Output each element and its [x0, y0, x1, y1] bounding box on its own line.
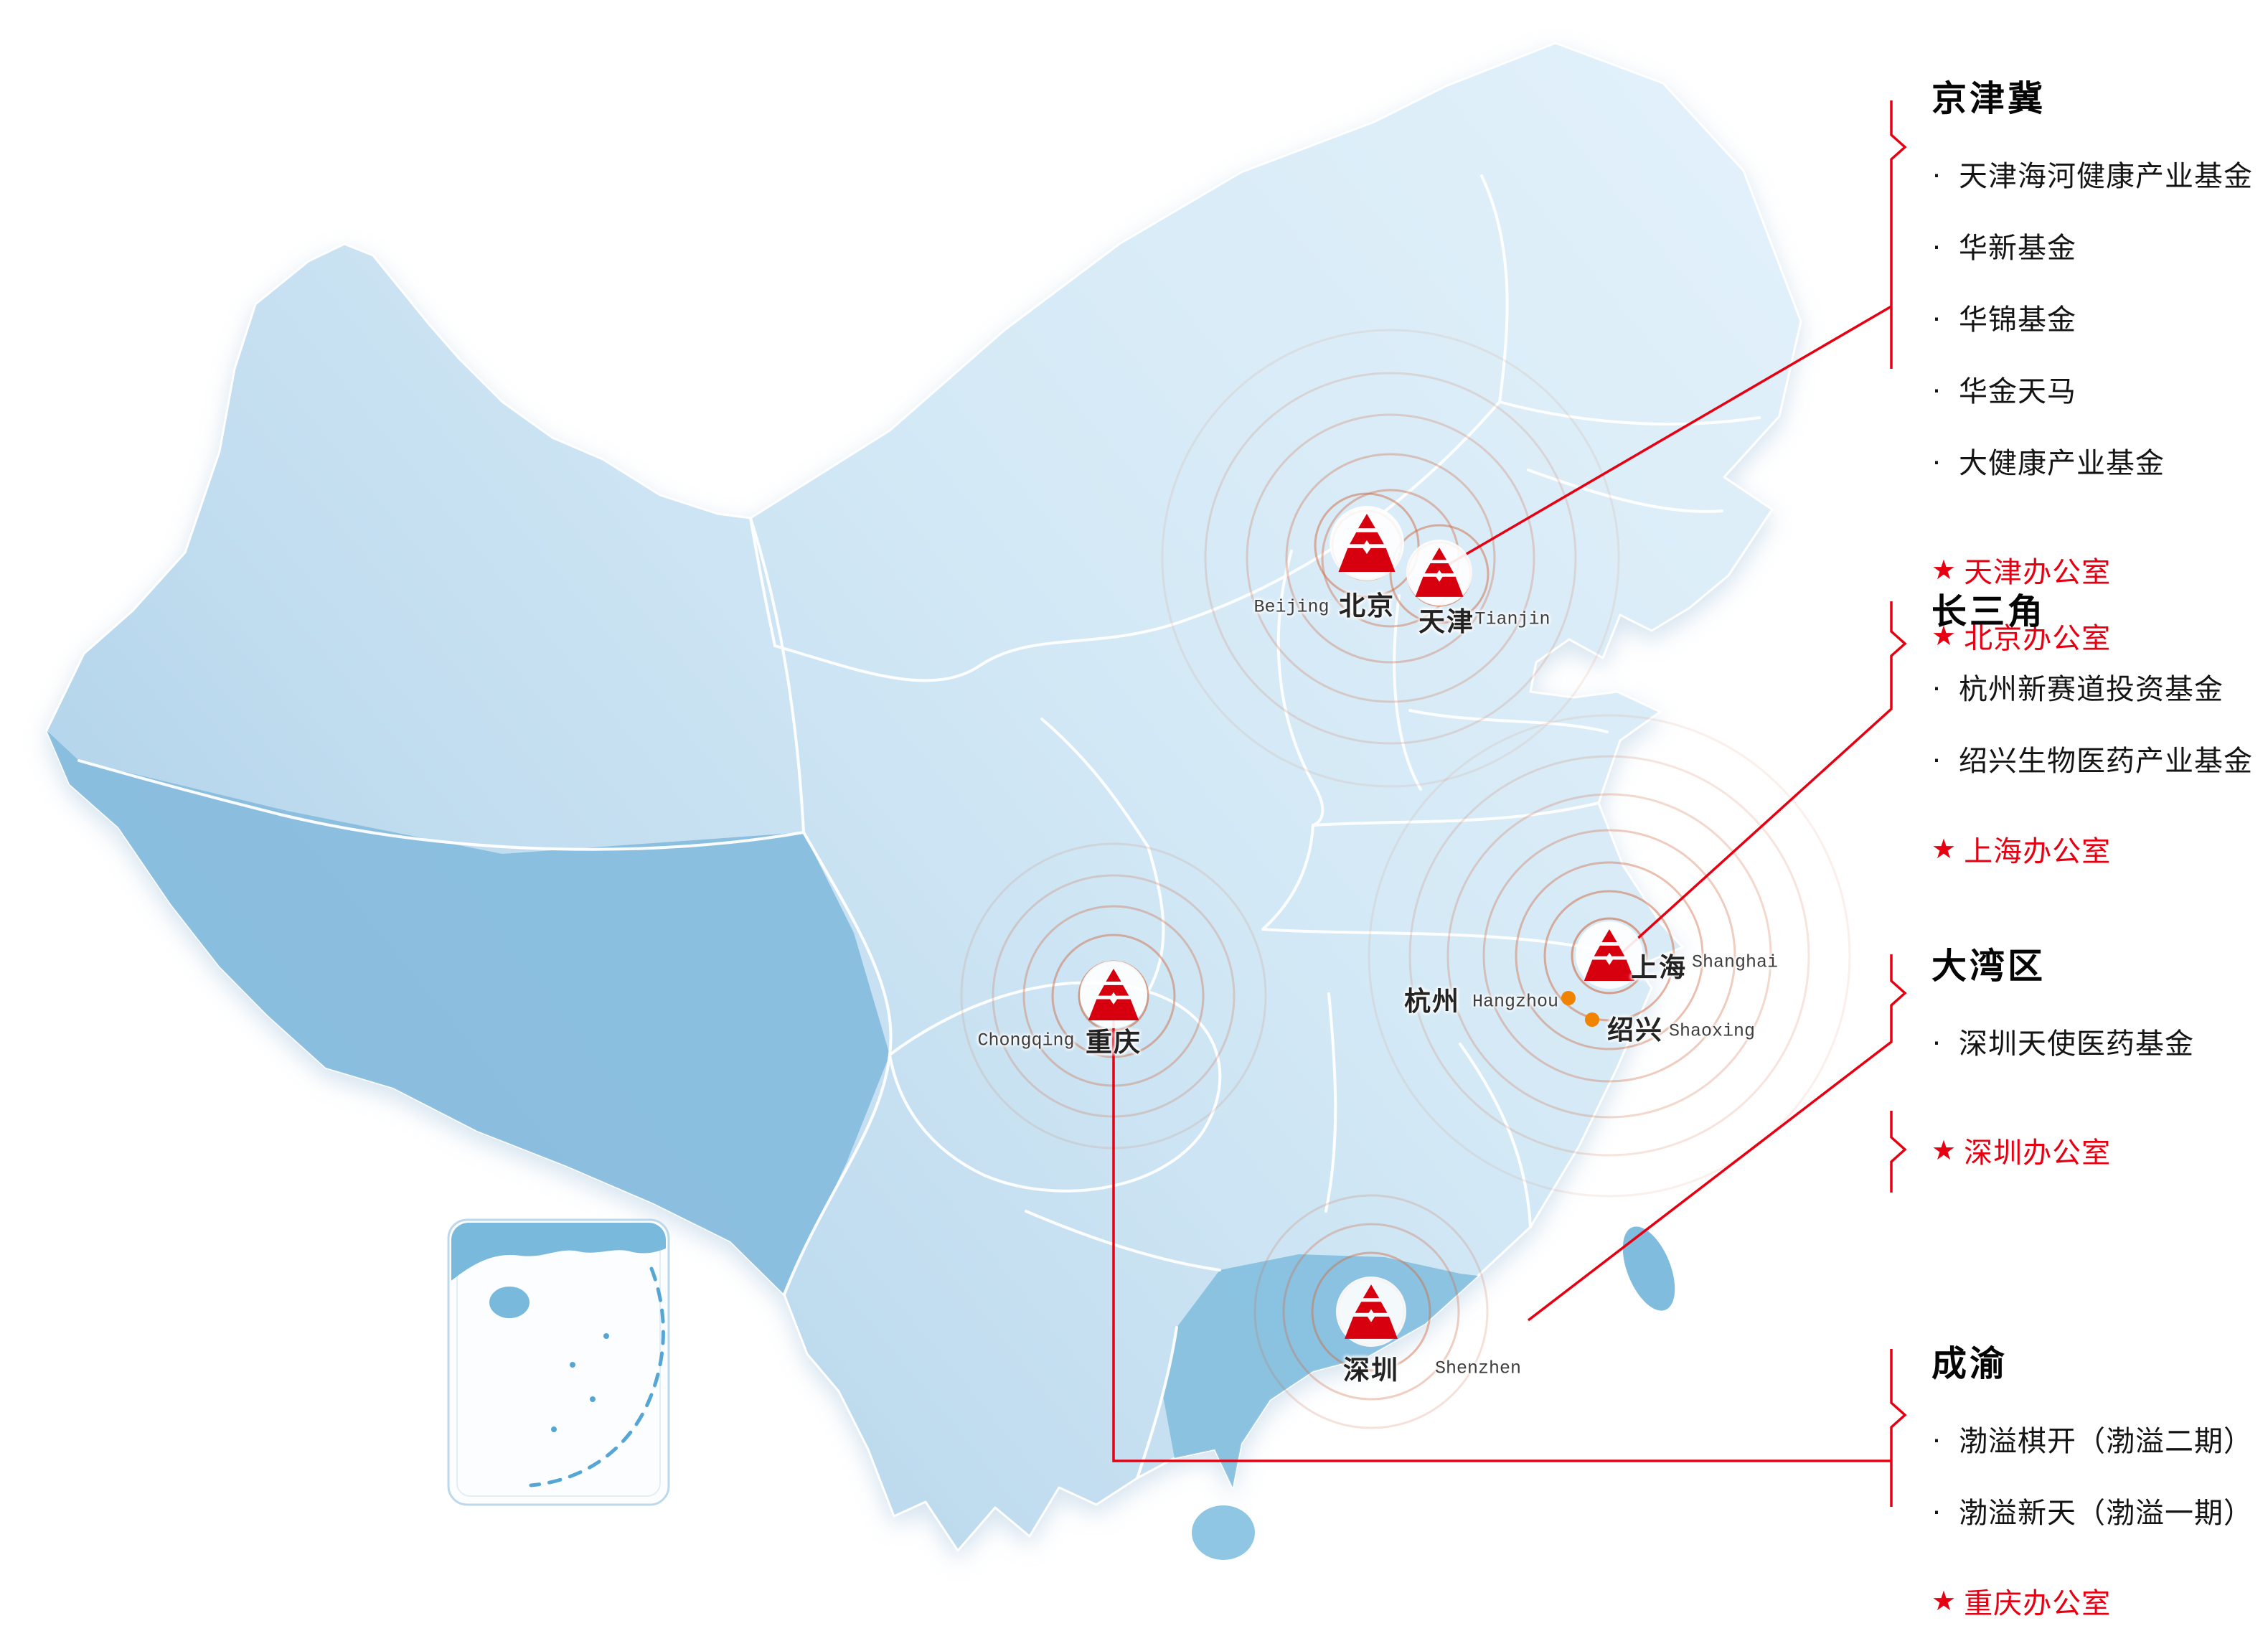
fund-name: 渤溢棋开（渤溢二期） — [1959, 1426, 2253, 1457]
office-item: ★重庆办公室 — [1931, 1568, 2268, 1634]
fund-item: · 天津海河健康产业基金 — [1931, 138, 2268, 210]
city-label-chongqing-en: Chongqing — [977, 1030, 1075, 1051]
region-guangdong — [1162, 1254, 1478, 1487]
office-item: ★深圳办公室 — [1931, 1117, 2268, 1183]
city-label-beijing-zh: 北京 — [1339, 591, 1395, 621]
star-icon: ★ — [1931, 1586, 1957, 1617]
south-china-sea-inset — [447, 1218, 670, 1506]
bullet-icon: · — [1931, 300, 1942, 334]
nine-dash-line — [529, 1266, 665, 1487]
region-panel-chengyu: 成渝 · 渤溢棋开（渤溢二期） · 渤溢新天（渤溢一期） ★重庆办公室 — [1931, 1344, 2268, 1634]
city-label-shenzhen-en: Shenzhen — [1434, 1358, 1522, 1379]
region-panel-jingjinji: 京津冀 · 天津海河健康产业基金 · 华新基金 · 华锦基金 · 华金天马 · 大健康产业… — [1931, 79, 2268, 669]
island-taiwan — [1622, 1226, 1675, 1311]
connector-chengyu-bracket — [1890, 1349, 1907, 1507]
china-landmass — [45, 42, 1802, 1552]
office-name: 天津办公室 — [1964, 557, 2112, 588]
bullet-icon: · — [1931, 372, 1942, 405]
fund-item: · 杭州新赛道投资基金 — [1931, 651, 2268, 723]
inset-coastline — [451, 1223, 666, 1283]
fund-name: 绍兴生物医药产业基金 — [1959, 746, 2253, 777]
fund-item: · 华锦基金 — [1931, 281, 2268, 353]
fund-name: 深圳天使医药基金 — [1959, 1028, 2194, 1060]
fund-item: · 大健康产业基金 — [1931, 425, 2268, 497]
bullet-icon: · — [1931, 156, 1942, 190]
office-item: ★北京办公室 — [1931, 603, 2268, 669]
connector-shenzhen-office-bracket — [1890, 1111, 1907, 1193]
city-label-tianjin-zh: 天津 — [1418, 607, 1474, 636]
fund-name: 天津海河健康产业基金 — [1959, 161, 2253, 192]
region-tibet — [47, 730, 890, 1294]
fund-name: 华新基金 — [1959, 232, 2076, 264]
fund-item: · 深圳天使医药基金 — [1931, 1005, 2268, 1077]
fund-item: · 渤溢棋开（渤溢二期） — [1931, 1403, 2268, 1475]
region-title: 成渝 — [1931, 1345, 2008, 1383]
bullet-icon: · — [1931, 228, 1942, 262]
inset-hainan — [489, 1287, 530, 1318]
city-label-hangzhou-zh: 杭州 — [1404, 987, 1460, 1016]
fund-list: · 渤溢棋开（渤溢二期） · 渤溢新天（渤溢一期） — [1931, 1403, 2268, 1546]
city-label-tianjin-en: Tianjin — [1474, 608, 1551, 630]
city-label-shenzhen-zh: 深圳 — [1343, 1355, 1399, 1385]
region-title: 大湾区 — [1931, 947, 2046, 986]
bullet-icon: · — [1931, 1024, 1942, 1058]
fund-item: · 绍兴生物医药产业基金 — [1931, 723, 2268, 794]
office-list: ★重庆办公室 — [1931, 1568, 2268, 1634]
bullet-icon: · — [1931, 669, 1942, 703]
fund-item: · 华金天马 — [1931, 353, 2268, 425]
office-name: 上海办公室 — [1964, 836, 2112, 868]
connector-changsanjiao — [1619, 601, 1907, 956]
bullet-icon: · — [1931, 741, 1942, 775]
city-markers — [1080, 506, 1643, 1347]
star-icon: ★ — [1931, 834, 1957, 865]
bullet-icon: · — [1931, 1493, 1942, 1527]
fund-name: 大健康产业基金 — [1959, 448, 2165, 479]
region-title: 长三角 — [1931, 593, 2046, 631]
city-label-chongqing-zh: 重庆 — [1086, 1028, 1142, 1057]
ripple-shanghai — [1368, 714, 1851, 1198]
bullet-icon: · — [1931, 443, 1942, 477]
office-item: ★天津办公室 — [1931, 537, 2268, 603]
fund-item: · 华新基金 — [1931, 210, 2268, 281]
bullet-icon: · — [1931, 1421, 1942, 1455]
office-name: 北京办公室 — [1964, 623, 2112, 654]
city-label-shaoxing-en: Shaoxing — [1668, 1020, 1756, 1042]
city-label-hangzhou-en: Hangzhou — [1472, 991, 1559, 1012]
city-label-beijing-en: Beijing — [1253, 596, 1330, 618]
fund-name: 杭州新赛道投资基金 — [1959, 674, 2224, 705]
office-list: ★天津办公室 ★北京办公室 — [1931, 537, 2268, 669]
connector-chongqing — [1112, 1019, 1891, 1462]
connector-dawanqu — [1527, 954, 1907, 1322]
star-icon: ★ — [1931, 555, 1957, 586]
region-panel-dawanqu: 大湾区 · 深圳天使医药基金 ★深圳办公室 — [1931, 946, 2268, 1183]
connector-jingjinji-diagonal — [1444, 305, 1892, 568]
fund-name: 渤溢新天（渤溢一期） — [1959, 1498, 2253, 1529]
fund-list: · 天津海河健康产业基金 · 华新基金 · 华锦基金 · 华金天马 · 大健康产业基金 — [1931, 138, 2268, 497]
city-label-shanghai-zh: 上海 — [1631, 953, 1687, 982]
star-icon: ★ — [1931, 1135, 1957, 1166]
office-item: ★上海办公室 — [1931, 816, 2268, 882]
city-label-shaoxing-zh: 绍兴 — [1607, 1015, 1663, 1045]
connector-jingjinji-bracket — [1890, 100, 1907, 369]
city-label-shanghai-en: Shanghai — [1691, 951, 1779, 973]
fund-list: · 杭州新赛道投资基金 · 绍兴生物医药产业基金 — [1931, 651, 2268, 794]
fund-name: 华金天马 — [1959, 376, 2076, 408]
region-title: 京津冀 — [1931, 80, 2046, 118]
region-panel-changsanjiao: 长三角 ·杭州新赛道投资基金 ·绍兴生物医药产业基金 ★上海办公室 — [1931, 592, 2268, 882]
fund-name: 华锦基金 — [1959, 304, 2076, 336]
inset-island-dots — [551, 1333, 609, 1432]
office-list: ★上海办公室 — [1931, 816, 2268, 882]
dot-marker-shaoxing — [1585, 1012, 1599, 1027]
island-hainan — [1192, 1505, 1255, 1560]
office-name: 重庆办公室 — [1964, 1588, 2112, 1619]
fund-item: · 渤溢新天（渤溢一期） — [1931, 1475, 2268, 1546]
fund-list: · 深圳天使医药基金 — [1931, 1005, 2268, 1077]
office-list: ★深圳办公室 — [1931, 1117, 2268, 1183]
star-icon: ★ — [1931, 621, 1957, 652]
office-name: 深圳办公室 — [1964, 1137, 2112, 1169]
dot-marker-hangzhou — [1561, 991, 1576, 1005]
